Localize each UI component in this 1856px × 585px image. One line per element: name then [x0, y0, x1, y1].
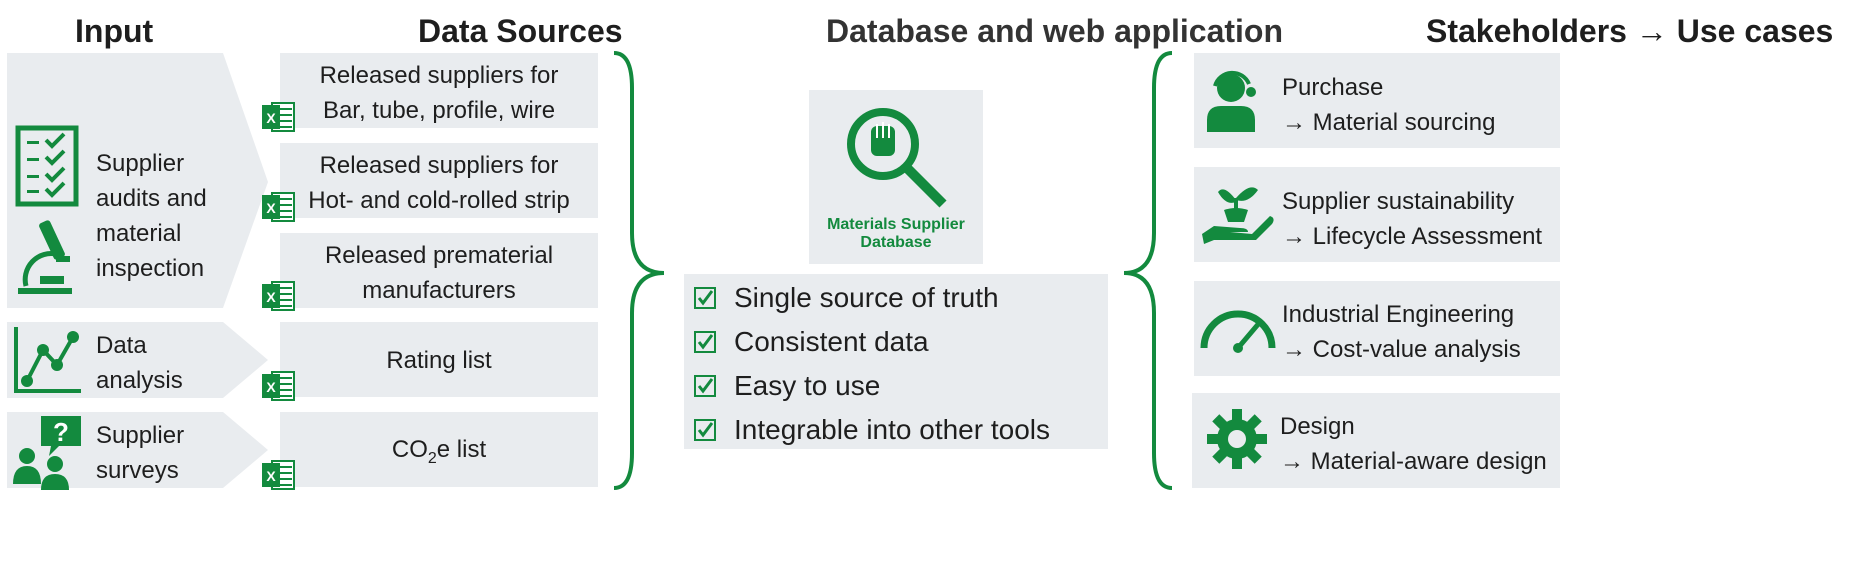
input-label-surveys: Supplier surveys [96, 422, 185, 484]
svg-text:X: X [266, 468, 276, 484]
stakeholder-title: Supplier sustainability [1282, 188, 1515, 215]
header-input: Input [75, 13, 154, 49]
excel-icon: X [262, 102, 295, 132]
source-box-bar [280, 53, 598, 128]
source-box-rating [280, 322, 598, 397]
stakeholder-box-purchase [1194, 53, 1560, 148]
stakeholder-title: Purchase [1282, 74, 1384, 101]
stakeholder-use-case: → Lifecycle Assessment [1282, 223, 1543, 250]
stakeholder-label-engineering: Industrial Engineering → Cost-value anal… [1282, 297, 1521, 367]
header-stakeholders: Stakeholders → Use cases [1426, 13, 1834, 49]
microscope-icon [18, 220, 72, 294]
feature-label: Single source of truth [734, 282, 999, 313]
gear-icon [1207, 409, 1267, 469]
excel-icon: X [262, 371, 295, 401]
stakeholder-use-case: → Material-aware design [1280, 448, 1547, 475]
feature-label: Easy to use [734, 370, 881, 401]
checkbox-checked-icon [694, 331, 716, 353]
input-label-analysis: Data analysis [96, 332, 183, 394]
svg-text:X: X [266, 110, 276, 126]
feature-row: Easy to use [694, 370, 880, 402]
header-database: Database and web application [826, 13, 1283, 49]
stakeholder-title: Industrial Engineering [1282, 301, 1515, 328]
stakeholder-label-design: Design → Material-aware design [1280, 409, 1547, 479]
checkbox-checked-icon [694, 375, 716, 397]
survey-people-icon: ? [13, 416, 81, 490]
magnifier-glove-icon [847, 108, 947, 208]
checkbox-checked-icon [694, 287, 716, 309]
svg-text:X: X [266, 379, 276, 395]
checkbox-checked-icon [694, 419, 716, 441]
stakeholder-label-purchase: Purchase → Material sourcing [1282, 70, 1495, 140]
excel-icon: X [262, 281, 295, 311]
database-features-box: Single source of truth Consistent data E… [684, 274, 1108, 449]
left-curly-brace [613, 51, 665, 490]
source-box-prematerial [280, 233, 598, 308]
input-chevron-audits [7, 53, 268, 308]
right-curly-brace [1123, 51, 1173, 490]
input-label-audits: Supplier audits and material inspection [96, 150, 207, 282]
header-data-sources: Data Sources [418, 13, 623, 49]
source-label-co2: CO2e list [391, 436, 487, 467]
svg-text:X: X [266, 289, 276, 305]
feature-label: Consistent data [734, 326, 929, 357]
svg-text:?: ? [53, 417, 69, 447]
stakeholder-use-case: → Cost-value analysis [1282, 336, 1521, 363]
feature-row: Consistent data [694, 326, 929, 358]
checklist-icon [15, 125, 79, 207]
stakeholder-title: Design [1280, 413, 1355, 440]
hand-plant-icon [1202, 187, 1274, 244]
source-label-rating: Rating list [386, 347, 492, 374]
database-logo-text: Materials Supplier Database [827, 216, 965, 251]
svg-text:X: X [266, 200, 276, 216]
line-chart-icon [14, 327, 81, 393]
feature-row: Single source of truth [694, 282, 999, 314]
headset-person-icon [1207, 70, 1256, 132]
feature-label: Integrable into other tools [734, 414, 1050, 445]
stakeholder-label-sustainability: Supplier sustainability → Lifecycle Asse… [1282, 184, 1542, 254]
excel-icon: X [262, 460, 295, 490]
stakeholder-box-sustainability [1194, 167, 1560, 262]
source-box-strip [280, 143, 598, 218]
source-box-co2 [280, 412, 598, 487]
stakeholder-use-case: → Material sourcing [1282, 109, 1496, 136]
feature-row: Integrable into other tools [694, 414, 1050, 446]
excel-icon: X [262, 192, 295, 222]
gauge-icon [1200, 310, 1276, 353]
